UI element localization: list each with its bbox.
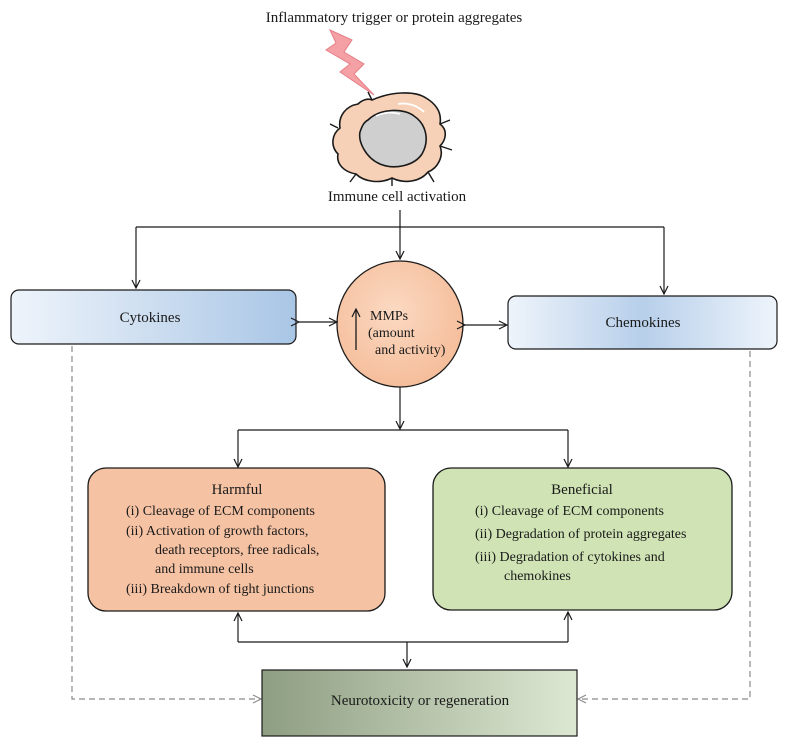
beneficial-item-1-line-1: (i) Cleavage of ECM components xyxy=(475,504,664,519)
harmful-item-2-line-2: death receptors, free radicals, xyxy=(155,543,319,558)
beneficial-list: (i) Cleavage of ECM components (ii) Degra… xyxy=(475,504,686,584)
beneficial-item-3-line-1: (iii) Degradation of cytokines and xyxy=(475,550,665,565)
beneficial-item-3-line-2: chemokines xyxy=(504,569,571,584)
activation-arrows xyxy=(136,210,664,293)
bidirectional-arrows xyxy=(298,322,506,325)
outcome-arrows xyxy=(238,613,568,666)
mmps-line-3: and activity) xyxy=(375,343,446,358)
beneficial-box xyxy=(432,467,733,611)
mmp-branch-arrows xyxy=(238,387,568,466)
harmful-item-2-line-1: (ii) Activation of growth factors, xyxy=(126,524,308,539)
cytokines-label: Cytokines xyxy=(120,310,181,326)
lightning-icon xyxy=(325,28,375,96)
outcome-label: Neurotoxicity or regeneration xyxy=(331,693,510,709)
immune-cell-icon xyxy=(329,91,453,186)
harmful-item-1-line-1: (i) Cleavage of ECM components xyxy=(126,504,315,519)
mmps-line-2: (amount xyxy=(368,326,415,341)
chemokines-label: Chemokines xyxy=(606,315,681,331)
mmps-line-1: MMPs xyxy=(370,309,408,324)
harmful-title: Harmful xyxy=(212,482,263,498)
beneficial-title: Beneficial xyxy=(551,482,613,498)
trigger-label: Inflammatory trigger or protein aggregat… xyxy=(266,10,523,26)
cytokines-box xyxy=(10,289,297,345)
harmful-item-3-line-1: (iii) Breakdown of tight junctions xyxy=(126,582,314,597)
harmful-box xyxy=(87,467,386,612)
beneficial-item-2-line-1: (ii) Degradation of protein aggregates xyxy=(475,527,686,542)
chemokines-box xyxy=(507,295,778,350)
activation-label: Immune cell activation xyxy=(328,189,467,205)
dashed-arrows xyxy=(71,346,751,699)
harmful-item-2-line-3: and immune cells xyxy=(155,562,254,577)
harmful-list: (i) Cleavage of ECM components (ii) Activ… xyxy=(126,504,319,597)
outcome-box xyxy=(261,669,578,737)
